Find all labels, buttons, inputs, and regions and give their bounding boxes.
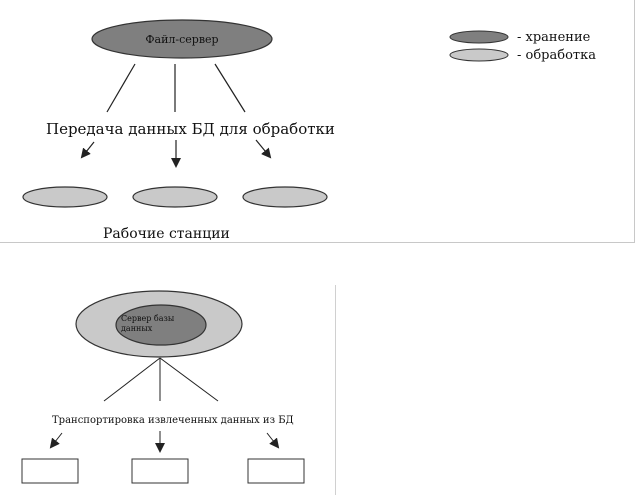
arrow-left (80, 141, 95, 159)
db-server-node: Сервер базы данных (75, 290, 243, 358)
client-boxes-row (21, 458, 305, 484)
db-arrow-right (266, 432, 280, 449)
db-transfer-arrows (49, 431, 280, 453)
file-server-ellipse (91, 19, 273, 59)
legend-item-storage: - хранение (449, 30, 591, 45)
transfer-label: Передача данных БД для обработки (46, 120, 335, 138)
legend: - хранение - обработка (449, 30, 596, 63)
workstation-3 (242, 186, 328, 208)
file-server-node: Файл-сервер (91, 19, 273, 59)
connector-line-right (214, 63, 246, 113)
legend-item-processing: - обработка (449, 48, 596, 63)
workstations-label: Рабочие станции (103, 226, 230, 242)
db-server-inner-ellipse (115, 304, 207, 346)
workstation-1 (22, 186, 108, 208)
workstations-row (22, 186, 328, 208)
file-server-connector-lines (106, 63, 246, 113)
db-arrow-left (49, 432, 63, 449)
client-box-1 (21, 458, 79, 484)
db-connector-line-right (159, 357, 219, 402)
arrow-right (255, 139, 272, 159)
transport-label: Транспортировка извлеченных данных из БД (52, 415, 294, 426)
db-server-label-line2: данных (121, 324, 153, 333)
client-box-2 (131, 458, 189, 484)
transfer-arrows (80, 139, 272, 168)
connector-line-left (106, 63, 136, 113)
db-server-connector-lines (103, 357, 219, 402)
file-server-label: Файл-сервер (145, 33, 218, 46)
db-connector-line-left (103, 357, 161, 402)
client-box-3 (247, 458, 305, 484)
legend-swatch-storage (449, 30, 509, 44)
legend-label-storage: - хранение (517, 30, 591, 45)
workstation-2 (132, 186, 218, 208)
legend-label-processing: - обработка (517, 48, 596, 63)
legend-swatch-processing (449, 48, 509, 62)
db-server-label-line1: Сервер базы (121, 314, 175, 323)
